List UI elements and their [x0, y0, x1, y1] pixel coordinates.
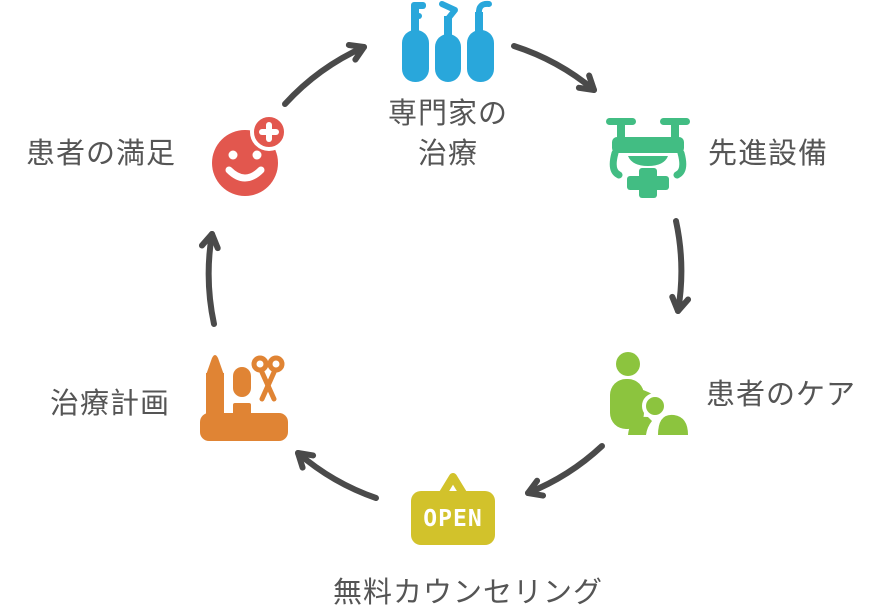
- label-line-2: 治療: [417, 138, 478, 171]
- node-patient-satisfaction: 患者の満足: [26, 112, 289, 196]
- node-advanced-equipment: 先進設備: [606, 110, 828, 198]
- node-free-counseling: OPEN 無料カウンセリング: [288, 471, 618, 613]
- node-label-free-counseling: 無料カウンセリング: [332, 577, 603, 609]
- node-treatment-plan: 治療計画: [50, 351, 289, 441]
- node-label-patient-satisfaction: 患者の満足: [26, 137, 177, 170]
- open-sign-icon: OPEN: [411, 473, 495, 545]
- node-label-expert-treatment: 専門家の 治療: [388, 94, 508, 174]
- stationery-icon: [200, 355, 289, 441]
- smiley-plus-icon: [212, 113, 289, 196]
- medical-drone-icon: [606, 118, 690, 198]
- label-line-1: 専門家の: [387, 98, 508, 130]
- caregiver-and-patient-icon: [610, 352, 688, 435]
- node-patient-care: 患者のケア: [606, 351, 856, 439]
- arrow-plan-to-satisfaction: [198, 231, 221, 327]
- ampoules-icon: [402, 0, 494, 82]
- node-label-advanced-equipment: 先進設備: [708, 137, 829, 170]
- node-label-patient-care: 患者のケア: [706, 378, 857, 411]
- node-label-treatment-plan: 治療計画: [50, 387, 171, 420]
- node-expert-treatment: 専門家の 治療: [338, 0, 558, 174]
- open-sign-text: OPEN: [423, 506, 482, 532]
- arrow-equipment-to-care: [669, 218, 692, 314]
